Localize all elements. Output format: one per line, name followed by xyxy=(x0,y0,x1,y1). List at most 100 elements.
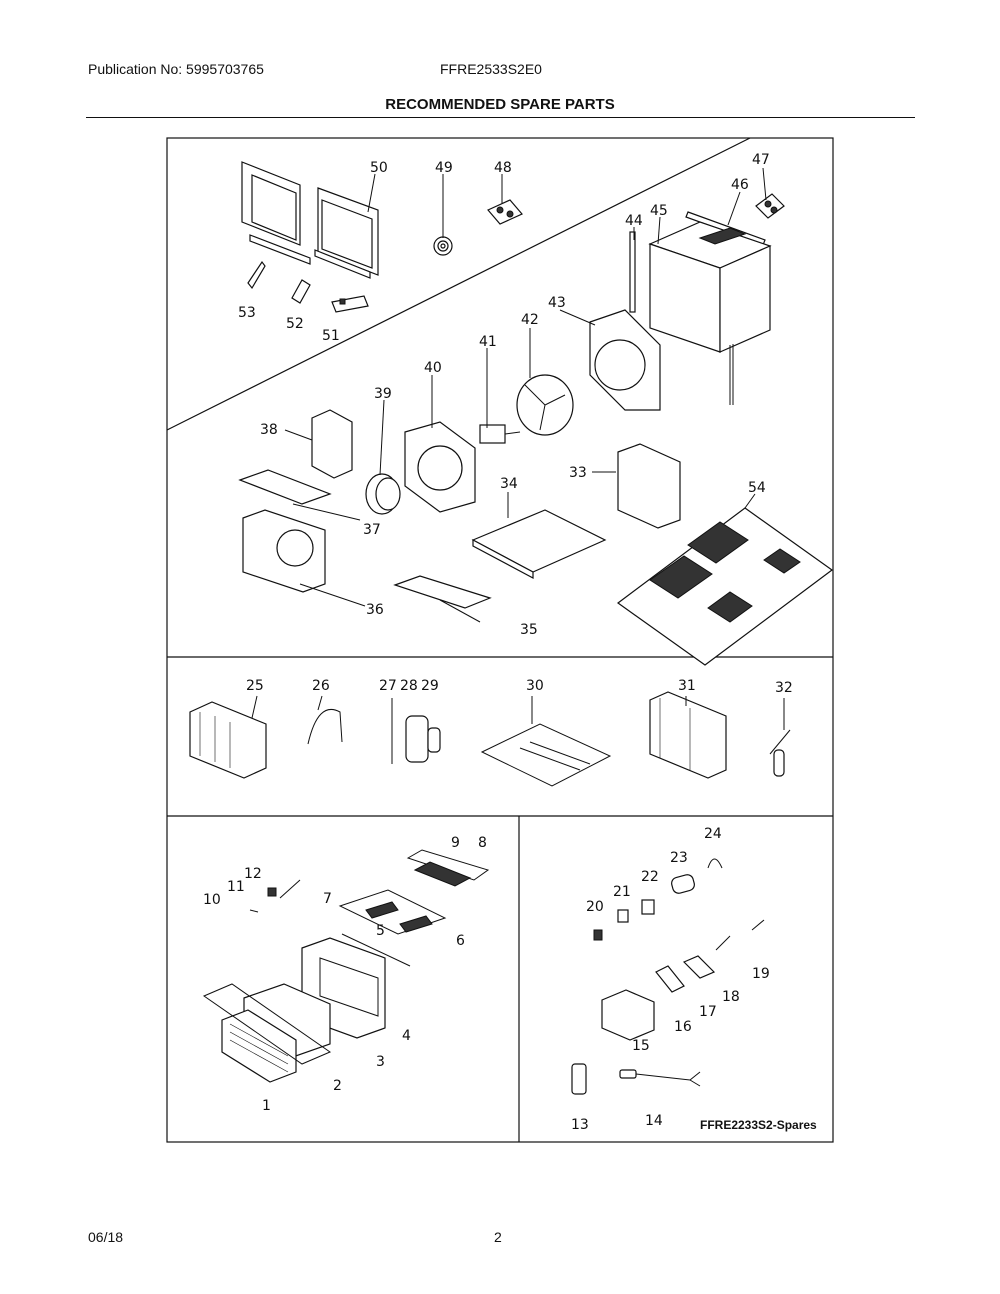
spares-reference-label: FFRE2233S2-Spares xyxy=(700,1118,817,1132)
part-41-motor xyxy=(479,424,521,444)
part-49-coil xyxy=(433,236,453,256)
part-18-19-sensors xyxy=(715,919,765,951)
part-24-clip xyxy=(707,858,723,869)
callout-9: 9 xyxy=(451,835,460,851)
part-33-control-housing xyxy=(617,443,681,529)
model-number: FFRE2533S2E0 xyxy=(440,61,542,77)
callout-26: 26 xyxy=(312,678,330,694)
part-16-17-covers xyxy=(655,955,716,993)
callout-40: 40 xyxy=(424,360,442,376)
callout-20: 20 xyxy=(586,899,604,915)
callout-29: 29 xyxy=(421,678,439,694)
part-26-tube xyxy=(307,709,343,745)
page-title: RECOMMENDED SPARE PARTS xyxy=(385,96,615,113)
part-38-control-box xyxy=(311,409,353,479)
callout-34: 34 xyxy=(500,476,518,492)
title-rule xyxy=(86,117,915,118)
part-50-window-panels xyxy=(241,161,379,279)
callout-39: 39 xyxy=(374,386,392,402)
callout-37: 37 xyxy=(363,522,381,538)
part-42-fan-blade xyxy=(516,374,574,436)
part-35-rail xyxy=(393,575,492,609)
part-51-clip xyxy=(331,295,369,313)
callout-4: 4 xyxy=(402,1028,411,1044)
callout-16: 16 xyxy=(674,1019,692,1035)
callout-17: 17 xyxy=(699,1004,717,1020)
callout-50: 50 xyxy=(370,160,388,176)
callout-41: 41 xyxy=(479,334,497,350)
part-30-tubing xyxy=(480,723,612,787)
part-54-decal-sheet xyxy=(616,507,834,666)
diagram-frames xyxy=(166,137,834,1143)
callout-32: 32 xyxy=(775,680,793,696)
part-39-blower-wheel xyxy=(365,473,401,515)
part-1-2-grille xyxy=(202,983,332,1083)
callout-13: 13 xyxy=(571,1117,589,1133)
callout-25: 25 xyxy=(246,678,264,694)
part-37-tray xyxy=(238,469,332,505)
part-52-bracket xyxy=(291,279,311,304)
part-10-12-switch-parts xyxy=(249,879,301,913)
part-43-shroud xyxy=(589,309,661,411)
callout-47: 47 xyxy=(752,152,770,168)
leader-lines xyxy=(251,167,785,730)
callout-35: 35 xyxy=(520,622,538,638)
callout-5: 5 xyxy=(376,923,385,939)
callout-45: 45 xyxy=(650,203,668,219)
part-27-29-compressor xyxy=(391,698,441,764)
callout-19: 19 xyxy=(752,966,770,982)
callout-15: 15 xyxy=(632,1038,650,1054)
part-31-condenser xyxy=(649,691,727,779)
callout-31: 31 xyxy=(678,678,696,694)
part-32-drier xyxy=(769,729,791,777)
callout-7: 7 xyxy=(323,891,332,907)
callout-46: 46 xyxy=(731,177,749,193)
part-20-22-relays xyxy=(593,899,655,941)
part-40-housing xyxy=(404,421,476,513)
part-13-remote xyxy=(571,1063,587,1095)
callout-14: 14 xyxy=(645,1113,663,1129)
part-5-louver-assembly xyxy=(341,933,411,967)
callout-2: 2 xyxy=(333,1078,342,1094)
part-48-bracket xyxy=(487,199,523,225)
part-36-front-housing xyxy=(242,509,326,593)
callout-11: 11 xyxy=(227,879,245,895)
callout-12: 12 xyxy=(244,866,262,882)
callout-43: 43 xyxy=(548,295,566,311)
callout-18: 18 xyxy=(722,989,740,1005)
callout-36: 36 xyxy=(366,602,384,618)
callout-51: 51 xyxy=(322,328,340,344)
part-25-coil xyxy=(189,701,267,779)
part-23-capacitor xyxy=(671,874,695,894)
part-44-strip xyxy=(629,231,636,313)
part-8-9-display-board xyxy=(406,849,490,887)
callout-30: 30 xyxy=(526,678,544,694)
callout-48: 48 xyxy=(494,160,512,176)
part-53-bracket xyxy=(247,260,266,290)
callout-44: 44 xyxy=(625,213,643,229)
footer-date: 06/18 xyxy=(88,1229,124,1245)
callout-1: 1 xyxy=(262,1098,271,1114)
callout-54: 54 xyxy=(748,480,766,496)
callout-22: 22 xyxy=(641,869,659,885)
callout-labels: 50 49 48 47 46 45 44 43 42 41 40 39 38 3… xyxy=(203,152,817,1133)
callout-49: 49 xyxy=(435,160,453,176)
part-34-base-pan xyxy=(471,509,607,579)
footer-page-number: 2 xyxy=(494,1229,502,1245)
part-47-bracket xyxy=(755,193,785,219)
part-45-cabinet xyxy=(648,221,772,405)
part-15-control-box xyxy=(601,989,655,1041)
publication-number: Publication No: 5995703765 xyxy=(88,61,264,77)
part-14-power-cord xyxy=(619,1069,701,1087)
callout-3: 3 xyxy=(376,1054,385,1070)
callout-21: 21 xyxy=(613,884,631,900)
part-6-7-filter-strips xyxy=(338,889,447,935)
callout-27: 27 xyxy=(379,678,397,694)
callout-38: 38 xyxy=(260,422,278,438)
callout-52: 52 xyxy=(286,316,304,332)
callout-6: 6 xyxy=(456,933,465,949)
callout-33: 33 xyxy=(569,465,587,481)
callout-10: 10 xyxy=(203,892,221,908)
callout-42: 42 xyxy=(521,312,539,328)
